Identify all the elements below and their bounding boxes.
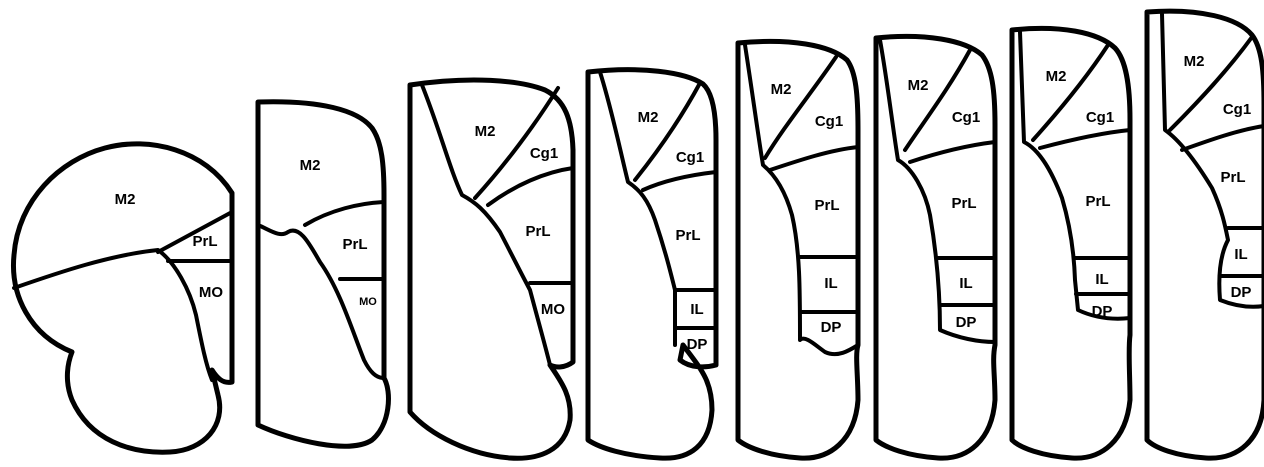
section-4: M2 Cg1 PrL IL DP (588, 70, 716, 459)
region-label: M2 (115, 191, 136, 208)
region-label: PrL (1085, 193, 1110, 210)
section-2: M2 PrL MO (258, 102, 388, 446)
region-label: PrL (951, 195, 976, 212)
region-label: M2 (300, 157, 321, 174)
region-label: M2 (771, 81, 792, 98)
region-label: DP (956, 314, 977, 331)
region-label: PrL (675, 227, 700, 244)
section-7: M2 Cg1 PrL IL DP (1012, 28, 1130, 458)
region-label: Cg1 (530, 145, 558, 162)
region-label: IL (690, 301, 703, 318)
region-label: PrL (814, 197, 839, 214)
region-label: DP (821, 319, 842, 336)
region-label: M2 (638, 109, 659, 126)
section-5: M2 Cg1 PrL IL DP (738, 41, 858, 458)
region-label: Cg1 (676, 149, 704, 166)
region-label: MO (359, 296, 377, 308)
region-label: DP (1231, 284, 1252, 301)
section-4-outline (588, 70, 716, 459)
region-label: M2 (475, 123, 496, 140)
region-label: PrL (525, 223, 550, 240)
region-label: M2 (1046, 68, 1067, 85)
region-label: IL (1095, 271, 1108, 288)
region-label: PrL (1220, 169, 1245, 186)
section-6: M2 Cg1 PrL IL DP (876, 36, 995, 458)
region-label: M2 (908, 77, 929, 94)
region-label: Cg1 (952, 109, 980, 126)
section-3: M2 Cg1 PrL MO (410, 80, 573, 458)
section-2-outline (258, 102, 388, 446)
section-8: M2 Cg1 PrL IL DP (1147, 11, 1264, 458)
section-1: M2 PrL MO (13, 144, 232, 452)
region-label: M2 (1184, 53, 1205, 70)
region-label: MO (199, 284, 223, 301)
region-label: IL (1234, 246, 1247, 263)
region-label: IL (959, 275, 972, 292)
region-label: MO (541, 301, 565, 318)
region-label: IL (824, 275, 837, 292)
region-label: PrL (192, 233, 217, 250)
region-label: DP (1092, 303, 1113, 320)
region-label: Cg1 (1223, 101, 1251, 118)
region-label: PrL (342, 236, 367, 253)
region-label: Cg1 (815, 113, 843, 130)
region-label: DP (687, 336, 708, 353)
region-label: Cg1 (1086, 109, 1114, 126)
